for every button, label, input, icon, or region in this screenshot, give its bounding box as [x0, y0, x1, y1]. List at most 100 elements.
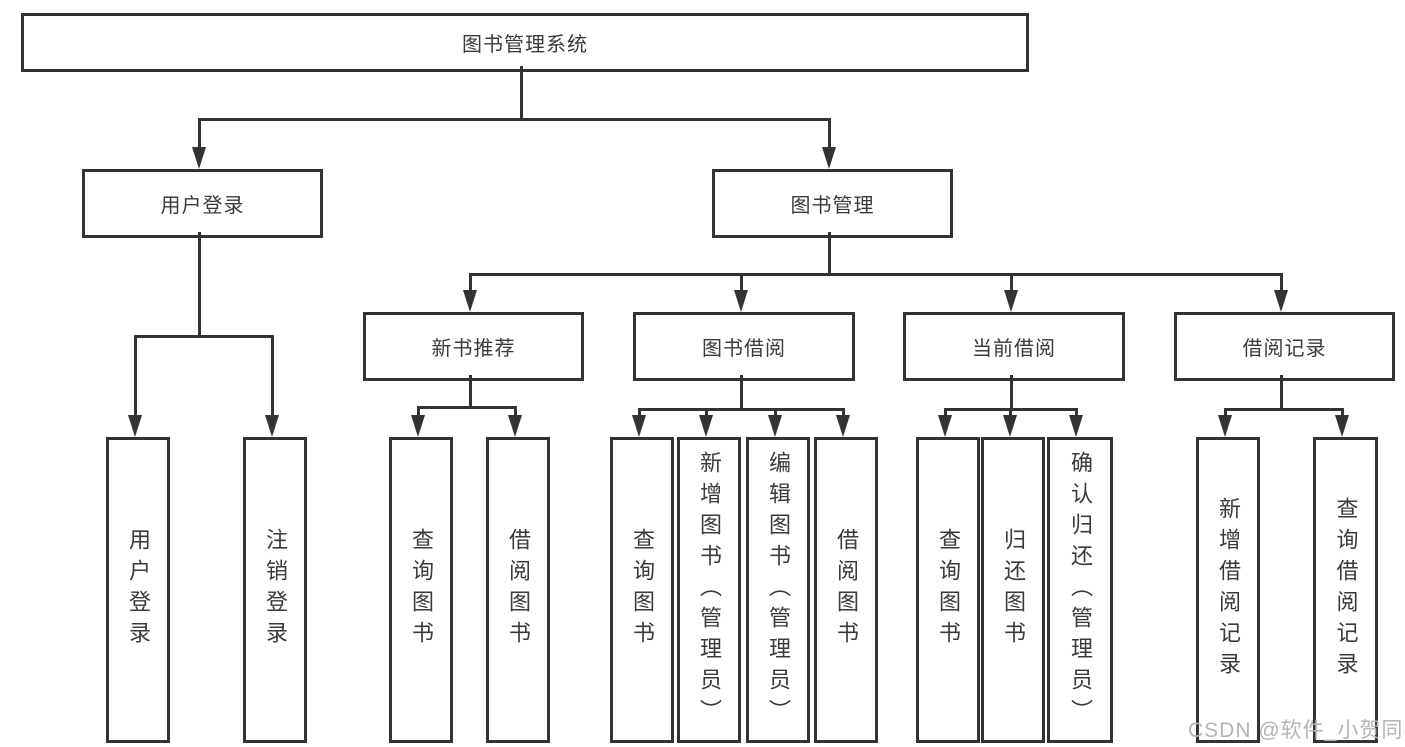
leaf-query-books-borrow: 查询图书	[610, 437, 674, 743]
leaf-label: 编辑图书（管理员）	[766, 450, 791, 730]
arrow-down-icon	[1274, 273, 1288, 312]
connector-line	[417, 406, 517, 409]
connector-line	[469, 375, 472, 406]
connector-line	[638, 408, 844, 411]
leaf-label: 查询图书	[936, 528, 961, 652]
arrowhead-icon	[632, 415, 646, 437]
arrow-down-icon	[768, 408, 782, 437]
leaf-label: 新增借阅记录	[1216, 497, 1241, 683]
arrow-shaft	[739, 273, 743, 290]
leaf-query-books-current: 查询图书	[916, 437, 980, 743]
arrow-shaft	[827, 118, 831, 147]
connector-line	[1280, 375, 1283, 408]
arrowhead-icon	[1335, 415, 1349, 437]
csdn-watermark: CSDN @软件_小贺同学	[1188, 719, 1405, 742]
connector-line	[740, 375, 743, 408]
arrow-shaft	[416, 406, 420, 415]
arrow-shaft	[270, 335, 274, 415]
arrow-shaft	[637, 408, 641, 415]
arrowhead-icon	[463, 290, 477, 312]
leaf-return-books: 归还图书	[981, 437, 1045, 743]
arrow-down-icon	[508, 406, 522, 437]
leaf-add-borrow-record: 新增借阅记录	[1196, 437, 1260, 743]
node-new-book-recommend: 新书推荐	[363, 312, 584, 381]
arrow-shaft	[1223, 408, 1227, 415]
arrowhead-icon	[192, 147, 206, 169]
arrow-down-icon	[1003, 408, 1017, 437]
arrow-down-icon	[699, 408, 713, 437]
arrow-down-icon	[822, 118, 836, 169]
node-root-library-system: 图书管理系统	[21, 13, 1029, 72]
arrow-shaft	[513, 406, 517, 415]
leaf-logout: 注销登录	[243, 437, 307, 743]
node-book-management: 图书管理	[712, 169, 953, 238]
leaf-label: 新增图书（管理员）	[697, 450, 722, 730]
arrowhead-icon	[1069, 415, 1083, 437]
node-label: 借阅记录	[1242, 338, 1327, 360]
node-user-login: 用户登录	[82, 169, 323, 238]
node-label: 新书推荐	[431, 338, 516, 360]
connector-line	[1010, 375, 1013, 408]
leaf-edit-books-admin: 编辑图书（管理员）	[746, 437, 810, 743]
arrowhead-icon	[128, 415, 142, 437]
arrowhead-icon	[1218, 415, 1232, 437]
leaf-add-books-admin: 新增图书（管理员）	[677, 437, 741, 743]
arrow-shaft	[468, 273, 472, 290]
arrowhead-icon	[699, 415, 713, 437]
node-label: 图书管理系统	[462, 34, 588, 56]
arrowhead-icon	[1003, 415, 1017, 437]
arrow-down-icon	[734, 273, 748, 312]
leaf-label: 确认归还（管理员）	[1068, 450, 1093, 730]
arrow-shaft	[773, 408, 777, 415]
node-current-borrow: 当前借阅	[903, 312, 1125, 381]
arrowhead-icon	[768, 415, 782, 437]
arrowhead-icon	[836, 415, 850, 437]
arrow-shaft	[133, 335, 137, 415]
connector-line	[198, 232, 201, 335]
node-label: 图书管理	[790, 195, 875, 217]
leaf-label: 查询借阅记录	[1333, 497, 1359, 683]
arrow-down-icon	[938, 408, 952, 437]
leaf-label: 注销登录	[263, 528, 288, 652]
leaf-borrow-books-recommend: 借阅图书	[486, 437, 550, 743]
leaf-label: 借阅图书	[506, 528, 531, 652]
node-label: 用户登录	[160, 195, 245, 217]
arrow-shaft	[197, 118, 201, 147]
arrowhead-icon	[508, 415, 522, 437]
connector-line	[198, 118, 831, 121]
arrow-down-icon	[1335, 408, 1349, 437]
connector-line	[134, 335, 274, 338]
arrowhead-icon	[734, 290, 748, 312]
arrow-down-icon	[128, 335, 142, 437]
arrow-shaft	[1340, 408, 1344, 415]
leaf-label: 用户登录	[126, 528, 151, 652]
arrow-down-icon	[463, 273, 477, 312]
connector-line	[1224, 408, 1344, 411]
leaf-label: 查询图书	[409, 528, 434, 652]
arrow-down-icon	[1069, 408, 1083, 437]
leaf-confirm-return-admin: 确认归还（管理员）	[1047, 437, 1113, 743]
arrow-shaft	[1009, 273, 1013, 290]
leaf-label: 查询图书	[630, 528, 655, 652]
leaf-borrow-books: 借阅图书	[814, 437, 878, 743]
arrow-shaft	[1279, 273, 1283, 290]
connector-line	[469, 273, 1283, 276]
node-book-borrow: 图书借阅	[633, 312, 855, 381]
arrow-down-icon	[836, 408, 850, 437]
arrowhead-icon	[411, 415, 425, 437]
arrowhead-icon	[1004, 290, 1018, 312]
arrow-shaft	[1008, 408, 1012, 415]
arrow-down-icon	[192, 118, 206, 169]
connector-line	[520, 66, 523, 118]
arrow-down-icon	[1218, 408, 1232, 437]
arrow-shaft	[841, 408, 845, 415]
arrow-down-icon	[632, 408, 646, 437]
arrow-down-icon	[1004, 273, 1018, 312]
arrowhead-icon	[822, 147, 836, 169]
arrow-shaft	[1074, 408, 1078, 415]
leaf-query-books-recommend: 查询图书	[389, 437, 453, 743]
arrow-down-icon	[411, 406, 425, 437]
node-label: 当前借阅	[972, 338, 1056, 360]
arrow-shaft	[943, 408, 947, 415]
